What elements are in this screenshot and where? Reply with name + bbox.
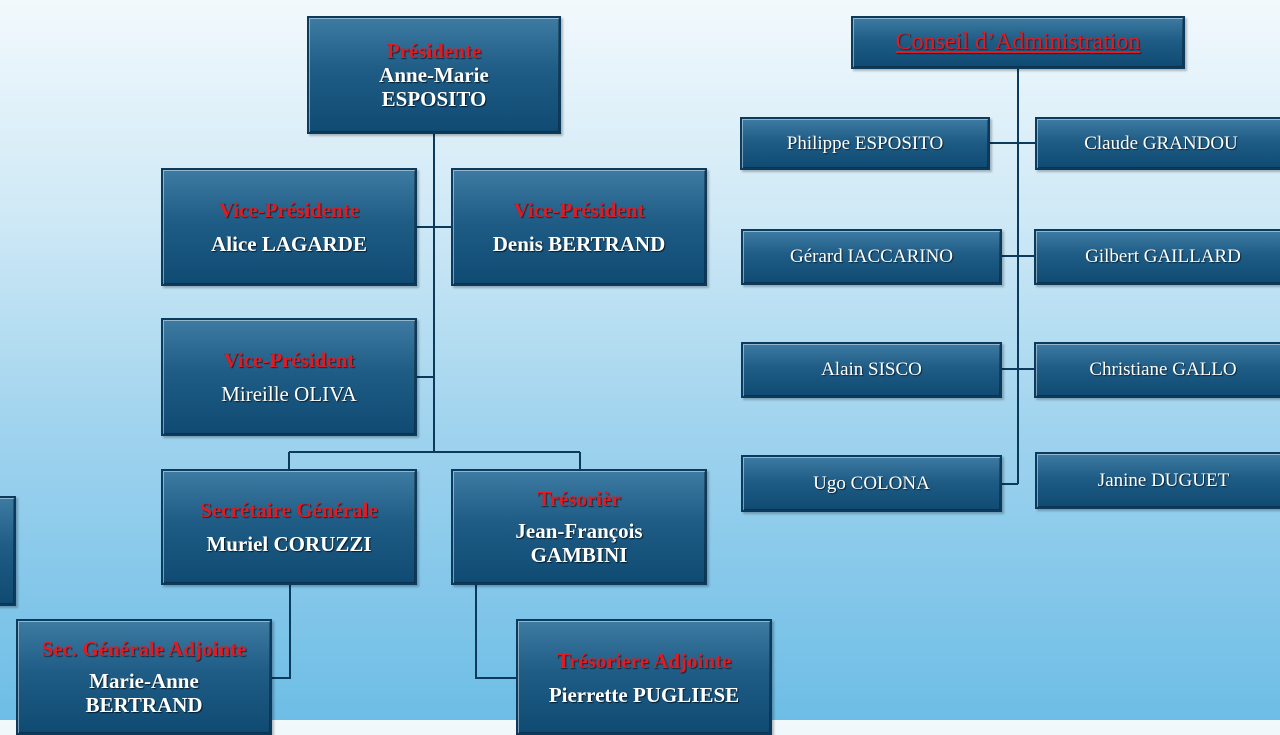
conseil-member-name: Gilbert GAILLARD xyxy=(1085,246,1241,267)
secretaire-role: Secrétaire Générale xyxy=(200,498,378,522)
conseil-member-box: Gilbert GAILLARD xyxy=(1034,229,1280,285)
conseil-title-box: Conseil d’Administration xyxy=(851,16,1185,69)
sec-adjointe-box: Sec. Générale Adjointe Marie-Anne BERTRA… xyxy=(16,619,272,735)
branch-sec-adjointe xyxy=(272,585,291,679)
tresorier-name-line2: GAMBINI xyxy=(530,543,628,567)
conseil-member-box: Ugo COLONA xyxy=(741,455,1002,512)
partial-box-left-edge xyxy=(0,496,16,606)
vice-presidente-1-name: Alice LAGARDE xyxy=(211,232,367,256)
presidente-name-line2: ESPOSITO xyxy=(381,87,487,111)
sec-adjointe-name-line1: Marie-Anne xyxy=(89,669,199,693)
sec-adjointe-role: Sec. Générale Adjointe xyxy=(41,637,247,661)
branch-tresoriere-adjointe xyxy=(475,585,516,679)
vice-president-3-name: Mireille OLIVA xyxy=(221,382,357,406)
sec-adjointe-name-line2: BERTRAND xyxy=(85,693,203,717)
branch-bottom xyxy=(288,451,581,469)
tresorier-role: Trésorièr xyxy=(537,487,621,511)
org-chart: Présidente Anne-Marie ESPOSITO Vice-Prés… xyxy=(0,16,1280,735)
conseil-member-box: Janine DUGUET xyxy=(1035,452,1280,509)
conseil-member-box: Christiane GALLO xyxy=(1034,342,1280,398)
conseil-member-name: Ugo COLONA xyxy=(813,472,930,494)
vice-president-2-name: Denis BERTRAND xyxy=(492,232,666,256)
conseil-member-box: Claude GRANDOU xyxy=(1035,117,1280,170)
conseil-member-name: Claude GRANDOU xyxy=(1084,132,1238,154)
tresoriere-adjointe-name: Pierrette PUGLIESE xyxy=(548,683,740,707)
conseil-member-box: Philippe ESPOSITO xyxy=(740,117,990,170)
tresoriere-adjointe-box: Trésoriere Adjointe Pierrette PUGLIESE xyxy=(516,619,772,735)
vice-presidente-1-role: Vice-Présidente xyxy=(218,198,360,222)
tresorier-name-line1: Jean-François xyxy=(515,519,643,543)
vice-presidente-1-box: Vice-Présidente Alice LAGARDE xyxy=(161,168,417,286)
vice-president-2-role: Vice-Président xyxy=(513,198,645,222)
conseil-member-name: Gérard IACCARINO xyxy=(789,246,954,267)
conseil-member-name: Janine DUGUET xyxy=(1097,469,1230,491)
conseil-member-box: Alain SISCO xyxy=(741,342,1002,398)
conseil-member-box: Gérard IACCARINO xyxy=(741,229,1002,285)
conseil-title: Conseil d’Administration xyxy=(895,29,1141,55)
vice-president-2-box: Vice-Président Denis BERTRAND xyxy=(451,168,707,286)
presidente-name-line1: Anne-Marie xyxy=(379,63,489,87)
presidente-box: Présidente Anne-Marie ESPOSITO xyxy=(307,16,561,134)
presidente-role: Présidente xyxy=(386,39,482,63)
vice-president-3-box: Vice-Président Mireille OLIVA xyxy=(161,318,417,436)
tresoriere-adjointe-role: Trésoriere Adjointe xyxy=(556,649,732,673)
tresorier-box: Trésorièr Jean-François GAMBINI xyxy=(451,469,707,585)
conseil-member-name: Philippe ESPOSITO xyxy=(786,132,944,154)
conseil-member-name: Alain SISCO xyxy=(821,359,922,380)
secretaire-name: Muriel CORUZZI xyxy=(206,532,372,556)
vice-president-3-role: Vice-Président xyxy=(223,348,355,372)
secretaire-box: Secrétaire Générale Muriel CORUZZI xyxy=(161,469,417,585)
conseil-member-name: Christiane GALLO xyxy=(1089,359,1237,380)
connector-lines xyxy=(272,69,1035,679)
